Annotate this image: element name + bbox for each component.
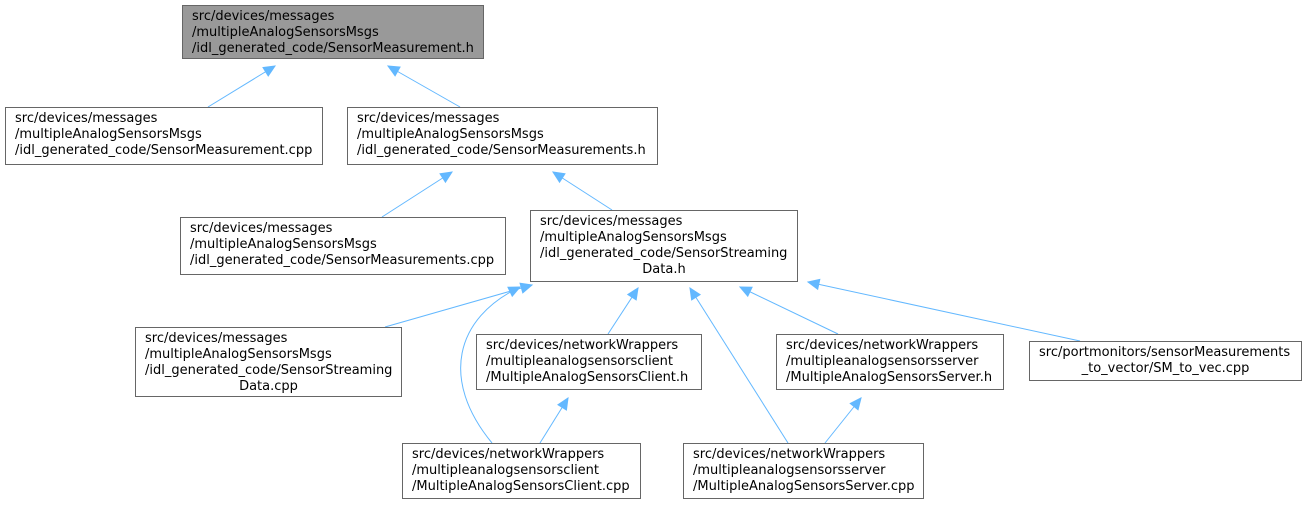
edge-n_server_h-to-n_streaming_h: [738, 286, 839, 335]
node-label-line: src/devices/messages: [540, 214, 683, 229]
edge-arrowhead: [551, 171, 566, 184]
edge-line: [460, 286, 521, 444]
node-label-line: /idl_generated_code/SensorStreaming: [145, 363, 393, 378]
edge-n_client_h-to-n_streaming_h: [607, 286, 639, 335]
edge-arrowhead: [806, 278, 821, 291]
node-multiple-analog-sensors-server-cpp[interactable]: src/devices/networkWrappers /multipleana…: [683, 443, 924, 499]
node-label-line: src/portmonitors/sensorMeasurements: [1039, 345, 1291, 360]
edge-arrowhead: [849, 397, 862, 411]
node-label-line: /multipleanalogsensorsserver: [786, 354, 979, 369]
edge-arrowhead: [507, 286, 522, 298]
edge-arrowhead: [386, 65, 401, 77]
node-label-line: src/devices/networkWrappers: [412, 447, 605, 462]
edge-arrowhead: [738, 286, 753, 298]
edge-arrowhead: [262, 65, 277, 77]
edge-line: [552, 171, 613, 211]
node-label-line: src/devices/messages: [15, 111, 158, 126]
node-label-line: /MultipleAnalogSensorsServer.cpp: [693, 479, 915, 494]
edge-n_streaming_h-to-n_sensor_measurements_h: [551, 171, 613, 211]
edge-arrowhead: [519, 282, 534, 294]
edge-n_client_cpp-to-n_streaming_h: [460, 286, 522, 444]
node-label-line: src/devices/messages: [145, 331, 288, 346]
edge-line: [807, 281, 1081, 342]
edge-n_streaming_cpp-to-n_streaming_h: [384, 282, 534, 328]
node-multiple-analog-sensors-client-cpp[interactable]: src/devices/networkWrappers /multipleana…: [402, 443, 641, 499]
node-label-line: /multipleAnalogSensorsMsgs: [540, 230, 727, 245]
node-label-line: /idl_generated_code/SensorMeasurement.cp…: [15, 143, 313, 158]
node-label-line: /multipleanalogsensorsclient: [486, 354, 674, 369]
edge-line: [689, 287, 789, 444]
edge-n_sensor_measurement_cpp-to-n_sensor_measurement_h: [207, 65, 277, 108]
node-label-line: /multipleAnalogSensorsMsgs: [190, 237, 377, 252]
edge-line: [381, 171, 453, 218]
node-label-line: src/devices/networkWrappers: [693, 447, 886, 462]
edge-n_client_cpp-to-n_client_h: [539, 396, 569, 444]
node-sensor-measurement-cpp[interactable]: src/devices/messages /multipleAnalogSens…: [5, 107, 323, 165]
edge-arrowhead: [626, 286, 639, 301]
node-label-line: /multipleAnalogSensorsMsgs: [192, 25, 379, 40]
edge-line: [387, 65, 461, 108]
node-label-line: /idl_generated_code/SensorMeasurements.h: [357, 143, 646, 158]
node-multiple-analog-sensors-server-h[interactable]: src/devices/networkWrappers /multipleana…: [776, 334, 1004, 390]
node-label-line: /idl_generated_code/SensorStreaming: [540, 246, 788, 261]
node-label-line: /MultipleAnalogSensorsClient.h: [486, 370, 689, 385]
edge-n_server_cpp-to-n_server_h: [824, 397, 862, 444]
node-label-line: /multipleanalogsensorsclient: [412, 463, 600, 478]
edge-n_sensor_measurements_cpp-to-n_sensor_measurements_h: [381, 171, 454, 218]
node-label-line: /idl_generated_code/SensorMeasurement.h: [192, 41, 474, 56]
node-label-line: Data.h: [642, 262, 686, 277]
node-sensor-measurement-h: src/devices/messages /multipleAnalogSens…: [182, 5, 484, 59]
node-label-line: _to_vector/SM_to_vec.cpp: [1081, 361, 1250, 376]
edge-n_sensor_measurements_h-to-n_sensor_measurement_h: [386, 65, 461, 108]
node-label-line: /multipleAnalogSensorsMsgs: [145, 347, 332, 362]
node-multiple-analog-sensors-client-h[interactable]: src/devices/networkWrappers /multipleana…: [476, 334, 702, 390]
node-label-line: src/devices/messages: [357, 111, 500, 126]
edge-arrowhead: [557, 396, 569, 411]
node-sm-to-vec-cpp[interactable]: src/portmonitors/sensorMeasurements _to_…: [1029, 341, 1302, 381]
node-sensor-measurements-h[interactable]: src/devices/messages /multipleAnalogSens…: [347, 107, 658, 165]
edge-line: [739, 286, 839, 335]
edge-n_sm_to_vec-to-n_streaming_h: [806, 278, 1081, 342]
node-label-line: src/devices/networkWrappers: [486, 338, 679, 353]
node-label-line: /multipleAnalogSensorsMsgs: [357, 127, 544, 142]
node-label-line: /MultipleAnalogSensorsServer.h: [786, 370, 993, 385]
node-sensor-streaming-data-cpp[interactable]: src/devices/messages /multipleAnalogSens…: [135, 327, 402, 397]
node-label-line: /MultipleAnalogSensorsClient.cpp: [412, 479, 630, 494]
node-sensor-measurements-cpp[interactable]: src/devices/messages /multipleAnalogSens…: [180, 217, 506, 275]
node-label-line: Data.cpp: [239, 379, 298, 394]
node-label-line: src/devices/messages: [192, 9, 335, 24]
node-label-line: /multipleanalogsensorsserver: [693, 463, 886, 478]
node-label-line: /idl_generated_code/SensorMeasurements.c…: [190, 253, 495, 268]
node-sensor-streaming-data-h[interactable]: src/devices/messages /multipleAnalogSens…: [530, 210, 798, 282]
edge-line: [207, 65, 276, 108]
node-label-line: src/devices/messages: [190, 221, 333, 236]
edge-line: [384, 284, 533, 328]
node-label-line: /multipleAnalogSensorsMsgs: [15, 127, 202, 142]
edge-arrowhead: [439, 171, 454, 184]
node-label-line: src/devices/networkWrappers: [786, 338, 979, 353]
edge-n_server_cpp-to-n_streaming_h: [689, 286, 789, 444]
edge-arrowhead: [689, 286, 702, 301]
